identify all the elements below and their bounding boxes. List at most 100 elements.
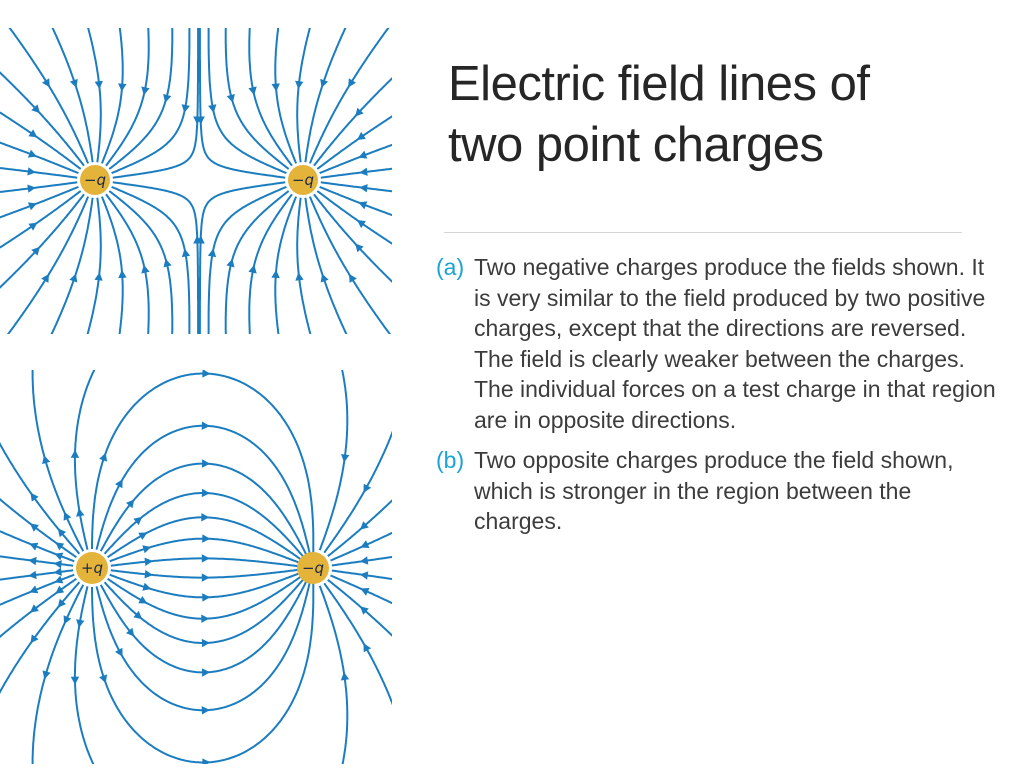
- field-line: [318, 370, 349, 551]
- charge-label-right-b: −q: [302, 559, 324, 577]
- field-arrow: [42, 78, 50, 88]
- field-arrow: [126, 627, 135, 637]
- field-line: [111, 28, 191, 175]
- field-line: [313, 193, 392, 283]
- field-arrow: [360, 540, 370, 548]
- field-arrow: [31, 104, 40, 114]
- field-arrow: [201, 488, 210, 498]
- charge-circle: [297, 552, 329, 584]
- field-line: [320, 167, 392, 179]
- field-line: [224, 190, 290, 334]
- field-arrow: [201, 421, 210, 430]
- field-line: [224, 28, 290, 170]
- field-arrow: [271, 83, 280, 92]
- field-arrow: [99, 674, 108, 684]
- charge-label-right-a: −q: [292, 171, 314, 189]
- field-line: [274, 28, 298, 164]
- field-line: [112, 181, 200, 334]
- field-line: [103, 579, 304, 644]
- field-line: [108, 190, 174, 334]
- field-line: [108, 28, 174, 170]
- field-arrow: [163, 94, 172, 103]
- field-line: [86, 197, 102, 334]
- caption-text-a: Two negative charges produce the fields …: [474, 254, 996, 433]
- field-arrow: [358, 201, 368, 210]
- field-arrow: [201, 614, 210, 623]
- field-arrow: [57, 528, 67, 538]
- field-arrow: [202, 370, 211, 378]
- field-arrow: [341, 454, 350, 463]
- title-line-1: Electric field lines of: [448, 57, 870, 111]
- field-line: [198, 181, 286, 334]
- field-arrow: [181, 104, 190, 113]
- field-arrow: [363, 483, 372, 493]
- field-arrow: [70, 449, 80, 458]
- field-arrow: [94, 80, 103, 90]
- field-arrow: [27, 202, 37, 211]
- field-arrow: [138, 532, 148, 540]
- charge-label-left-b: +q: [81, 559, 103, 577]
- field-arrow: [360, 521, 369, 530]
- field-arrow: [30, 523, 39, 532]
- field-arrow: [53, 560, 62, 569]
- field-arrow: [295, 272, 304, 281]
- field-arrow: [201, 573, 210, 582]
- field-arrow: [181, 248, 191, 258]
- field-lines-b: [0, 370, 392, 764]
- charge-left-a: −q: [80, 165, 110, 195]
- charge-circle: [288, 165, 318, 195]
- field-line: [323, 430, 392, 554]
- caption-marker-b: (b): [436, 447, 465, 473]
- field-arrow: [271, 269, 280, 279]
- field-lines-diagram-a: −q −q: [0, 28, 392, 334]
- caption-list: (a) Two negative charges produce the fie…: [436, 252, 996, 547]
- field-arrow: [359, 184, 368, 193]
- caption-a: (a) Two negative charges produce the fie…: [436, 252, 996, 435]
- field-lines-a: [0, 28, 392, 334]
- field-line: [50, 197, 94, 334]
- field-line: [0, 193, 85, 289]
- field-arrow: [70, 676, 80, 685]
- field-arrow: [27, 184, 36, 193]
- field-arrow: [349, 273, 357, 283]
- field-arrow: [42, 670, 51, 680]
- field-arrow: [360, 588, 370, 596]
- field-arrow: [69, 273, 78, 283]
- field-arrow: [320, 273, 329, 283]
- field-line: [308, 196, 392, 334]
- field-arrow: [201, 554, 210, 563]
- field-arrow: [355, 107, 364, 117]
- field-arrow: [69, 78, 78, 88]
- field-arrow: [201, 668, 211, 677]
- field-arrow: [133, 610, 143, 620]
- field-line: [100, 28, 124, 164]
- figure-two-negative-charges: −q −q: [0, 28, 392, 334]
- field-arrow: [358, 150, 368, 159]
- caption-b: (b) Two opposite charges produce the fie…: [436, 445, 996, 537]
- field-arrow: [30, 634, 39, 644]
- charge-left-b: +q: [76, 552, 108, 584]
- title-line-2: two point charges: [448, 118, 824, 172]
- field-arrow: [359, 167, 368, 176]
- field-arrow: [27, 149, 37, 158]
- field-arrow: [355, 243, 364, 253]
- field-line: [87, 28, 102, 163]
- field-line: [0, 190, 82, 249]
- field-arrow: [30, 492, 39, 502]
- field-arrow: [28, 570, 37, 580]
- field-arrow: [196, 235, 205, 244]
- field-arrow: [57, 598, 67, 608]
- field-arrow: [54, 575, 64, 584]
- field-arrow: [348, 78, 356, 88]
- field-arrow: [144, 570, 153, 579]
- field-arrow: [248, 86, 257, 96]
- field-line: [103, 492, 304, 557]
- field-arrow: [41, 273, 49, 283]
- field-arrow: [201, 706, 210, 715]
- field-arrow: [29, 542, 39, 551]
- charge-circle: [76, 552, 108, 584]
- field-arrow: [76, 508, 85, 517]
- field-arrow: [295, 80, 304, 90]
- charge-label-left-a: −q: [84, 171, 106, 189]
